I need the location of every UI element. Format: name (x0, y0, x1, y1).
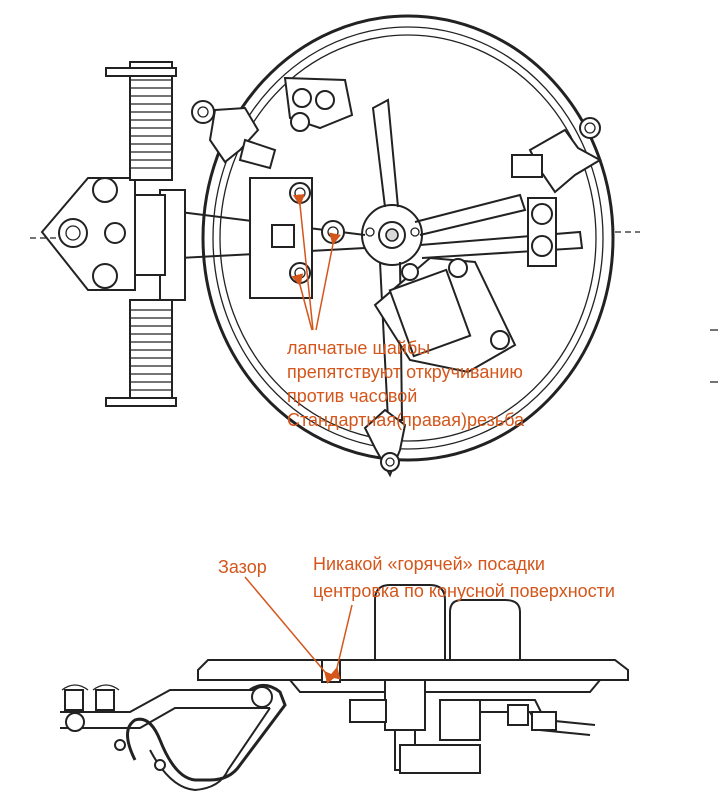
lug-bottom (363, 408, 407, 478)
fit-pointer (328, 604, 353, 680)
lug-upper-left (191, 100, 277, 170)
gap-label: Зазор (218, 557, 267, 577)
lug-upper-right (511, 117, 603, 194)
top-clamp (283, 76, 354, 132)
washers-text-2: препятствуют откручиванию (287, 362, 523, 382)
fit-text-2: центровка по конусной поверхности (313, 581, 615, 601)
washer-pointers (291, 193, 341, 331)
motor-assembly (373, 256, 517, 374)
fit-text-1: Никакой «горячей» посадки (313, 554, 545, 574)
upper-spring (105, 61, 177, 181)
lower-spring (105, 299, 177, 407)
washers-text-1: лапчатые шайбы (287, 338, 430, 358)
washers-text-3: против часовой (287, 386, 417, 406)
hinge-plate (40, 177, 136, 291)
washers-text-4: Стандартная(правая)резьба (287, 410, 525, 430)
gap-pointer (244, 576, 337, 684)
right-clamp (527, 197, 557, 267)
top-view (30, 14, 718, 478)
hinge-arm (129, 189, 186, 301)
left-bracket (249, 177, 345, 299)
side-view (60, 584, 629, 792)
center-hub (361, 204, 423, 266)
